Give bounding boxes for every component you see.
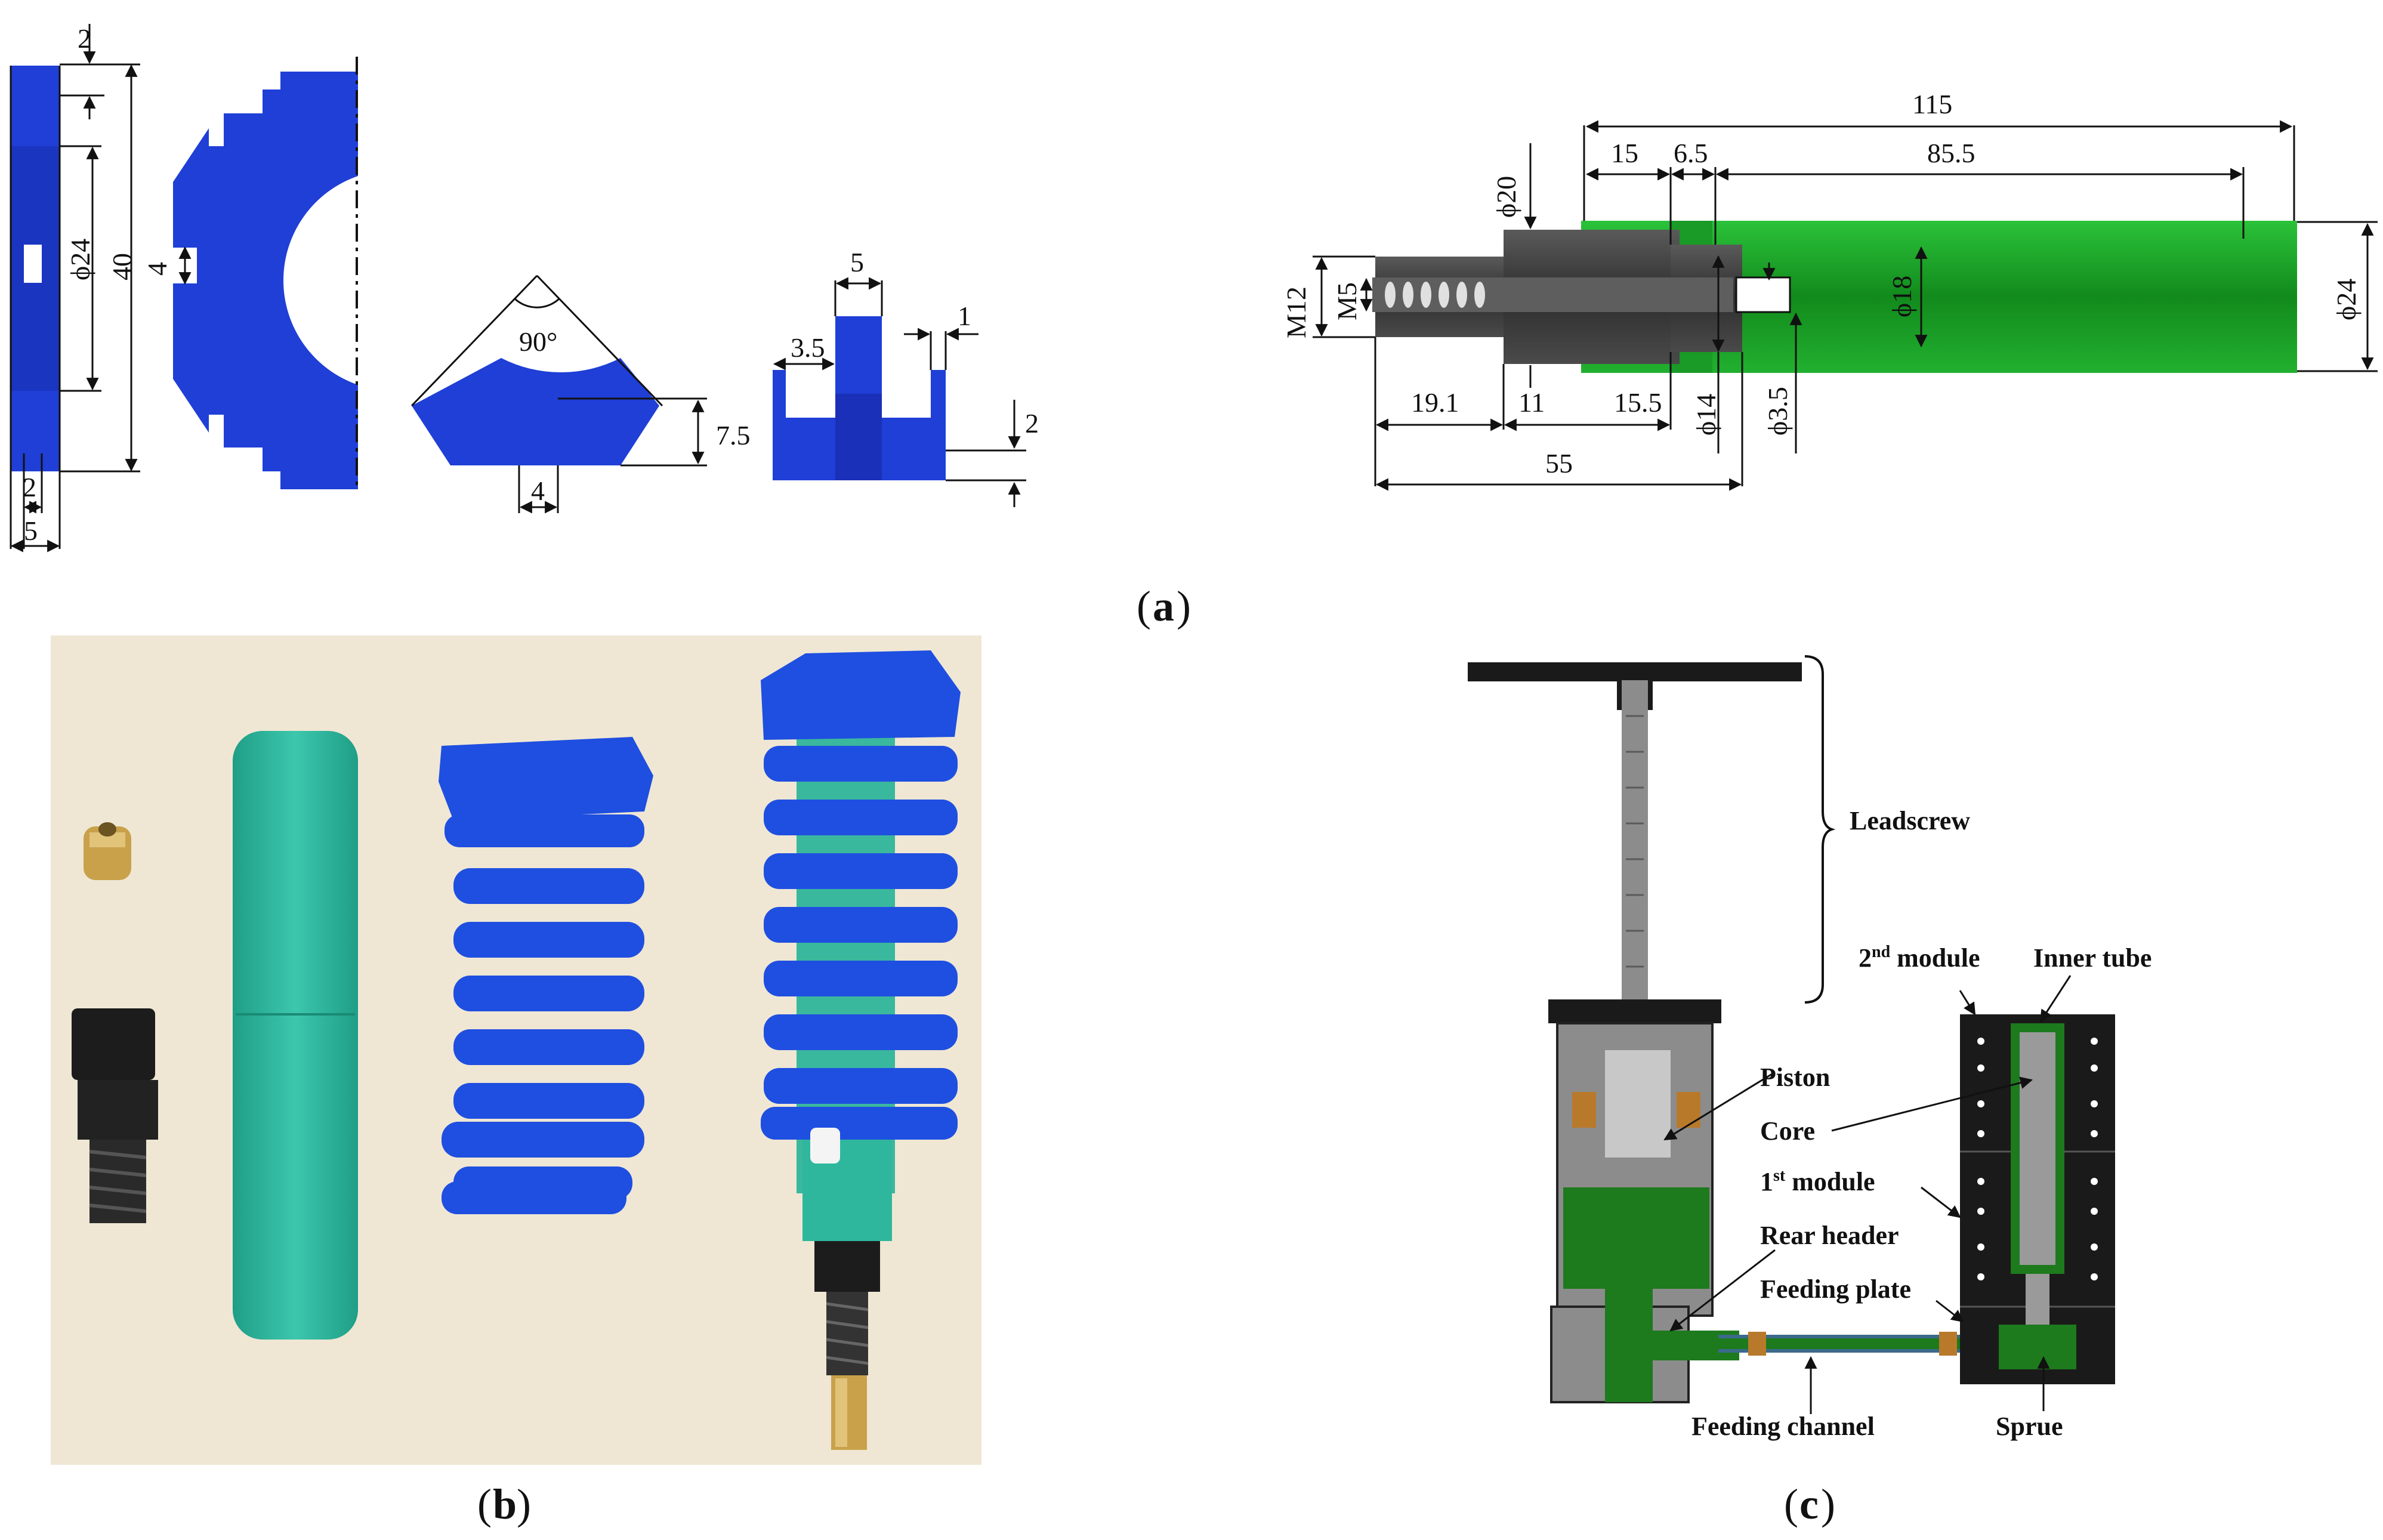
channel-dim-5: 5 — [850, 247, 864, 277]
ring-dim-40: 40 — [107, 253, 137, 280]
panel-a-caption: a — [1153, 582, 1174, 630]
channel-dim-1: 1 — [958, 301, 971, 331]
rod-dim-19_1: 19.1 — [1411, 387, 1459, 418]
ring-dim-4: 4 — [142, 262, 172, 276]
panel-c-caption-open: ( — [1784, 1480, 1798, 1528]
teal-tube — [233, 731, 358, 1340]
wedge-dim-90: 90° — [519, 326, 557, 357]
rod-dim-115: 115 — [1912, 89, 1952, 119]
panel-c-caption: c — [1799, 1480, 1819, 1528]
label-sprue: Sprue — [1996, 1412, 2063, 1441]
panel-b-caption: b — [493, 1480, 517, 1528]
label-feeding-channel: Feeding channel — [1691, 1412, 1875, 1441]
wedge-segment: 90° 4 7.5 — [410, 274, 751, 514]
rod-dim-phi3_5: ϕ3.5 — [1762, 387, 1793, 436]
wedge-dim-7_5: 7.5 — [716, 420, 751, 450]
rod-dim-55: 55 — [1545, 448, 1573, 479]
rod-dim-85_5: 85.5 — [1927, 138, 1975, 168]
label-core: Core — [1760, 1116, 1815, 1146]
ring-dim-5: 5 — [24, 516, 38, 546]
black-fitting — [72, 1008, 158, 1223]
blue-ring-stack — [439, 737, 653, 1214]
panel-b-caption-open: ( — [477, 1480, 492, 1528]
wedge-dim-4: 4 — [531, 476, 545, 506]
rod-dim-m12: M12 — [1281, 286, 1311, 338]
label-second-module: 2nd module — [1859, 943, 1980, 973]
panel-c-assembly: Leadscrew 2nd module Inner tube Piston C… — [1468, 655, 2152, 1528]
module-bolt-holes — [1977, 1038, 2098, 1280]
panel-b-photo: ( b ) — [51, 635, 981, 1528]
assembled-mold — [761, 650, 961, 1450]
brass-nozzle — [84, 822, 131, 880]
panel-a-caption-open: ( — [1137, 582, 1151, 630]
panel-c-caption-close: ) — [1821, 1480, 1835, 1528]
panel-b-caption-close: ) — [517, 1480, 531, 1528]
rod-dim-phi14: ϕ14 — [1691, 394, 1721, 436]
rod-dim-m5: M5 — [1332, 282, 1362, 320]
channel-dim-3_5: 3.5 — [791, 332, 825, 363]
label-rear-header: Rear header — [1760, 1221, 1899, 1250]
label-piston: Piston — [1760, 1063, 1830, 1092]
rod-dim-6_5: 6.5 — [1674, 138, 1708, 168]
rod-dim-phi18: ϕ18 — [1887, 276, 1917, 317]
rod-dim-phi20: ϕ20 — [1491, 176, 1521, 218]
channel-profile: 5 3.5 1 2 — [773, 247, 1039, 507]
core-rod-part: 115 15 6.5 85.5 ϕ20 M12 M5 ϕ18 — [1281, 89, 2378, 491]
ring-side-section: 2 40 ϕ24 2 5 — [10, 23, 140, 553]
label-first-module: 1st module — [1760, 1166, 1875, 1196]
panel-a: 2 40 ϕ24 2 5 4 — [10, 23, 2378, 630]
panel-a-caption-close: ) — [1177, 582, 1191, 630]
ring-dim-phi24: ϕ24 — [65, 239, 95, 280]
channel-dim-2: 2 — [1025, 408, 1039, 439]
label-feeding-plate: Feeding plate — [1760, 1274, 1911, 1304]
ring-half-front-view: 4 — [142, 57, 358, 489]
ring-dim-2b: 2 — [23, 472, 36, 502]
rod-dim-15: 15 — [1611, 138, 1638, 168]
rod-dim-15_5: 15.5 — [1614, 387, 1662, 418]
label-inner-tube: Inner tube — [2033, 943, 2152, 973]
thread-marks — [1385, 282, 1485, 308]
rod-dim-phi24: ϕ24 — [2331, 279, 2362, 320]
label-leadscrew: Leadscrew — [1850, 806, 1970, 835]
rod-dim-11: 11 — [1518, 387, 1545, 418]
ring-dim-2: 2 — [78, 23, 91, 54]
